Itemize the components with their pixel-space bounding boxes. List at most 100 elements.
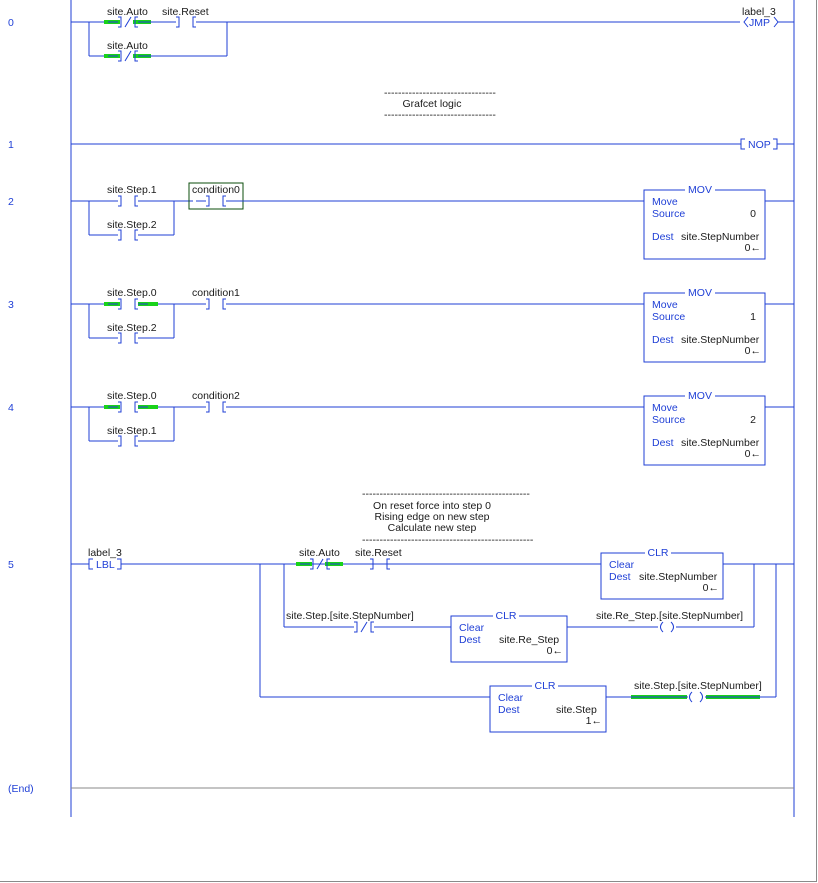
rung-number: 2 [8, 196, 14, 208]
dest-tag: site.StepNumber [639, 571, 718, 583]
contact-tag: site.Reset [355, 547, 402, 559]
block-name: CLR [647, 547, 668, 559]
jump-target-label: label_3 [742, 6, 776, 18]
block-name: CLR [534, 680, 555, 692]
dest-label: Dest [459, 634, 481, 646]
rung-3[interactable]: 3 site.Step.0 condition1 site.Step.2 MOV… [8, 287, 794, 363]
block-name: MOV [688, 287, 712, 299]
source-label: Source [652, 311, 685, 323]
contact-tag: site.Step.0 [107, 287, 157, 299]
contact-tag: site.Step.1 [107, 425, 157, 437]
xic-contact-site-step-1[interactable] [107, 435, 149, 447]
block-title: Clear [498, 692, 524, 704]
comment-text: Calculate new step [388, 522, 477, 534]
dest-tag: site.StepNumber [681, 437, 760, 449]
clr-block-re-step[interactable]: CLR Clear Dest site.Re_Step 0← [450, 610, 568, 663]
block-title: Move [652, 402, 678, 414]
svg-text:------------------------------: ----------------------------------------… [362, 534, 534, 546]
selected-instruction-box [188, 182, 244, 210]
block-name: MOV [688, 184, 712, 196]
source-value: 2 [750, 414, 756, 426]
dest-label: Dest [652, 334, 674, 346]
comment-text: Grafcet logic [403, 98, 462, 110]
rung-number: 1 [8, 139, 14, 151]
dest-label: Dest [609, 571, 631, 583]
rung-5[interactable]: 5 label_3 LBL site.Auto site.Reset CLR C… [8, 547, 794, 733]
contact-tag: site.Step.0 [107, 390, 157, 402]
xic-contact-site-step-0[interactable] [107, 401, 149, 413]
rung-comment: ----------------------------------------… [362, 488, 534, 546]
xic-contact-site-step-0[interactable] [107, 298, 149, 310]
contact-tag: condition0 [192, 184, 240, 196]
contact-tag: site.Auto [107, 6, 148, 18]
svg-text:------------------------------: -------------------------------- [384, 109, 496, 121]
dest-tag: site.StepNumber [681, 231, 760, 243]
xic-contact-site-reset[interactable] [165, 16, 207, 28]
clr-block-step-number[interactable]: CLR Clear Dest site.StepNumber 0← [600, 547, 724, 600]
block-title: Clear [609, 559, 635, 571]
rung-number: 4 [8, 402, 14, 414]
dest-value: 1← [586, 715, 602, 727]
svg-text:------------------------------: ----------------------------------------… [362, 488, 530, 500]
xic-contact-condition0[interactable] [195, 195, 237, 207]
comment-text: On reset force into step 0 [373, 500, 491, 512]
source-value: 1 [750, 311, 756, 323]
contact-tag: site.Auto [299, 547, 340, 559]
source-label: Source [652, 414, 685, 426]
nop-label: NOP [748, 139, 771, 151]
xic-contact-site-step-1[interactable] [107, 195, 149, 207]
xic-contact-condition1[interactable] [195, 298, 237, 310]
xic-contact-site-step-2[interactable] [107, 332, 149, 344]
rung-2[interactable]: 2 site.Step.1 condition0 site.Step.2 MOV… [8, 182, 794, 260]
block-title: Move [652, 196, 678, 208]
dest-label: Dest [652, 437, 674, 449]
contact-tag: site.Step.2 [107, 219, 157, 231]
block-name: CLR [495, 610, 516, 622]
mov-block[interactable]: MOV Move Source 1 Dest site.StepNumber 0… [643, 287, 766, 363]
contact-tag: condition1 [192, 287, 240, 299]
xic-contact-site-step-2[interactable] [107, 229, 149, 241]
xic-contact-condition2[interactable] [195, 401, 237, 413]
source-value: 0 [750, 208, 756, 220]
mov-block[interactable]: MOV Move Source 0 Dest site.StepNumber 0… [643, 184, 766, 260]
xio-contact-site-auto-branch[interactable] [108, 51, 148, 61]
clr-block-step[interactable]: CLR Clear Dest site.Step 1← [489, 680, 607, 733]
svg-text:------------------------------: -------------------------------- [384, 87, 496, 99]
dest-value: 0← [745, 242, 761, 254]
ote-coil-step-indexed[interactable] [689, 691, 703, 703]
ote-coil-re-step[interactable] [660, 621, 674, 633]
dest-value: 0← [745, 345, 761, 357]
contact-tag: condition2 [192, 390, 240, 402]
lbl-label: LBL [96, 559, 115, 571]
coil-tag: site.Re_Step.[site.StepNumber] [596, 610, 743, 622]
jmp-label: JMP [749, 17, 770, 29]
rung-4[interactable]: 4 site.Step.0 condition2 site.Step.1 MOV… [8, 390, 794, 466]
dest-tag: site.Step [556, 704, 597, 716]
dest-value: 0← [703, 582, 719, 594]
source-label: Source [652, 208, 685, 220]
contact-tag: site.Reset [162, 6, 209, 18]
xio-contact-site-step-indexed[interactable] [344, 622, 384, 632]
contact-tag: site.Step.2 [107, 322, 157, 334]
comment-text: Rising edge on new step [375, 511, 490, 523]
dest-tag: site.Re_Step [499, 634, 559, 646]
block-name: MOV [688, 390, 712, 402]
rung-number: 0 [8, 17, 14, 29]
rung-0[interactable]: 0 site.Auto site.Reset site.Auto label_3… [8, 6, 794, 61]
rung-number: 5 [8, 559, 14, 571]
rung-comment: -------------------------------- Grafcet… [384, 87, 496, 121]
dest-label: Dest [498, 704, 520, 716]
mov-block[interactable]: MOV Move Source 2 Dest site.StepNumber 0… [643, 390, 766, 466]
rung-1[interactable]: 1 NOP [8, 138, 794, 151]
contact-tag: site.Step.1 [107, 184, 157, 196]
end-marker: (End) [8, 783, 34, 795]
dest-value: 0← [547, 645, 563, 657]
block-title: Move [652, 299, 678, 311]
xio-contact-site-auto[interactable] [300, 559, 340, 569]
xio-contact-site-auto[interactable] [108, 17, 148, 27]
dest-tag: site.StepNumber [681, 334, 760, 346]
rung-number: 3 [8, 299, 14, 311]
block-title: Clear [459, 622, 485, 634]
coil-tag: site.Step.[site.StepNumber] [634, 680, 762, 692]
